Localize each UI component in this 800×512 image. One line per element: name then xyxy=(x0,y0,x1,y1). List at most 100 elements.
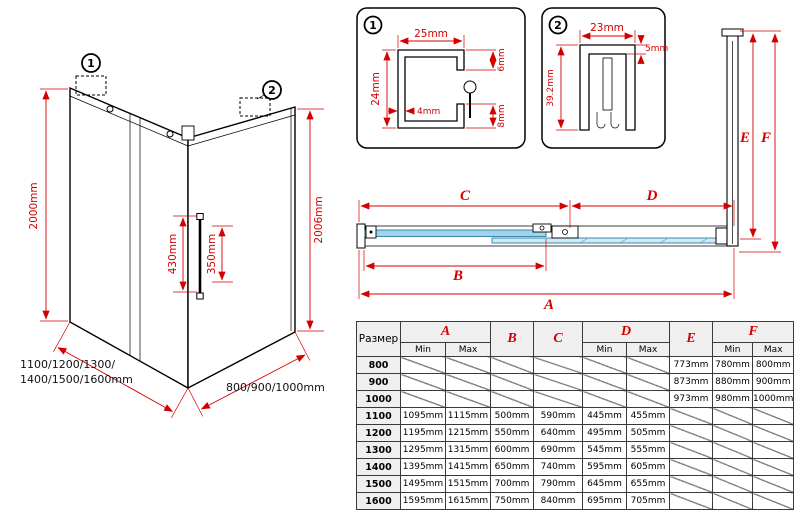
table-cell: 445mm xyxy=(582,407,627,425)
size-table: Размер A B C D E F Min Max Min Max Min M… xyxy=(356,321,795,510)
table-cell: 1195mm xyxy=(400,424,446,442)
table-cell: 655mm xyxy=(626,475,670,493)
table-cell: 605mm xyxy=(626,458,670,476)
table-cell: 455mm xyxy=(626,407,670,425)
dim-E: E xyxy=(739,30,781,240)
table-cell xyxy=(669,492,713,510)
dim-23mm: 23mm xyxy=(579,22,636,43)
col-header-f: F xyxy=(711,321,795,343)
col-header-e: E xyxy=(669,321,713,357)
hanger-roller-icon xyxy=(463,80,477,94)
table-cell: 500mm xyxy=(490,407,534,425)
col-header-d: D xyxy=(582,321,670,343)
table-cell: 650mm xyxy=(490,458,534,476)
table-cell: 595mm xyxy=(582,458,627,476)
table-cell xyxy=(669,475,713,493)
main-drawing: 1 2 2000mm 2006mm 430mm 350mm xyxy=(20,53,325,418)
glass-hatch xyxy=(579,237,709,244)
table-cell: 545mm xyxy=(582,441,627,459)
table-cell: 773mm xyxy=(669,356,713,374)
row-size-label: 1300 xyxy=(356,441,401,459)
row-size-label: 1600 xyxy=(356,492,401,510)
table-cell: 750mm xyxy=(490,492,534,510)
table-cell: 505mm xyxy=(626,424,670,442)
table-cell: 550mm xyxy=(490,424,534,442)
subheader-min: Min xyxy=(582,342,627,357)
table-cell xyxy=(400,373,446,391)
svg-text:800/900/1000mm: 800/900/1000mm xyxy=(226,381,325,394)
detail-1-marker-box xyxy=(75,75,107,96)
dim-25mm: 25mm xyxy=(397,28,465,48)
svg-text:2000mm: 2000mm xyxy=(28,182,40,229)
subheader-min: Min xyxy=(712,342,753,357)
carriage-wheel xyxy=(539,225,545,231)
table-cell: 1215mm xyxy=(445,424,491,442)
col-header-c: C xyxy=(533,321,583,357)
callout-1-circle xyxy=(81,53,101,73)
table-cell xyxy=(751,458,795,476)
table-cell: 790mm xyxy=(533,475,583,493)
svg-text:D: D xyxy=(646,188,658,204)
svg-text:1400/1500/1600mm: 1400/1500/1600mm xyxy=(20,373,133,386)
wall-profile-section xyxy=(579,44,636,131)
svg-text:B: B xyxy=(452,268,463,284)
svg-text:24mm: 24mm xyxy=(370,72,382,106)
table-cell: 1415mm xyxy=(445,458,491,476)
side-panel xyxy=(187,106,296,390)
detail-2-callout-circle xyxy=(548,15,568,35)
table-cell: 705mm xyxy=(626,492,670,510)
left-wall-profile xyxy=(356,223,366,249)
table-cell xyxy=(445,373,491,391)
table-cell: 700mm xyxy=(490,475,534,493)
table-cell xyxy=(626,390,670,408)
table-cell: 690mm xyxy=(533,441,583,459)
svg-text:6mm: 6mm xyxy=(497,48,507,71)
table-cell xyxy=(400,390,446,408)
dim-4mm: 4mm xyxy=(388,107,440,117)
dim-39mm: 39.2mm xyxy=(546,44,578,131)
table-cell xyxy=(582,390,627,408)
table-cell: 1000mm xyxy=(751,390,795,408)
table-cell xyxy=(490,390,534,408)
table-cell: 1395mm xyxy=(400,458,446,476)
table-cell: 600mm xyxy=(490,441,534,459)
dim-door-widths: 1100/1200/1300/ 1400/1500/1600mm xyxy=(20,321,189,418)
table-cell: 780mm xyxy=(712,356,753,374)
row-size-label: 1100 xyxy=(356,407,401,425)
table-cell: 495mm xyxy=(582,424,627,442)
dim-B: B xyxy=(363,239,547,284)
row-size-label: 1400 xyxy=(356,458,401,476)
detail-1: 1 25mm 24mm 6mm 8mm 4mm xyxy=(356,7,526,149)
dim-5mm: 5mm xyxy=(627,35,668,64)
row-size-label: 1200 xyxy=(356,424,401,442)
bracket-bolt xyxy=(369,230,373,234)
table-cell: 1615mm xyxy=(445,492,491,510)
carriage-wheel xyxy=(562,229,568,235)
clamp-hook xyxy=(610,112,620,129)
table-cell: 973mm xyxy=(669,390,713,408)
dim-side-widths: 800/900/1000mm xyxy=(187,331,325,417)
fixed-glass-plan xyxy=(491,237,731,244)
dim-D: D xyxy=(571,188,733,210)
subheader-max: Max xyxy=(751,342,795,357)
clamp-hook xyxy=(596,112,606,129)
table-cell xyxy=(669,441,713,459)
table-cell: 1495mm xyxy=(400,475,446,493)
svg-text:A: A xyxy=(543,297,554,313)
table-cell xyxy=(751,475,795,493)
dim-handle-350: 350mm xyxy=(206,225,233,283)
glass-edge xyxy=(602,57,613,111)
table-cell xyxy=(751,424,795,442)
callout-2-number: 2 xyxy=(268,84,276,97)
top-rail-line xyxy=(69,95,189,147)
table-corner-header: Размер xyxy=(356,321,401,357)
dim-height-left: 2000mm xyxy=(28,88,68,322)
table-cell xyxy=(400,356,446,374)
svg-text:39.2mm: 39.2mm xyxy=(546,69,556,107)
